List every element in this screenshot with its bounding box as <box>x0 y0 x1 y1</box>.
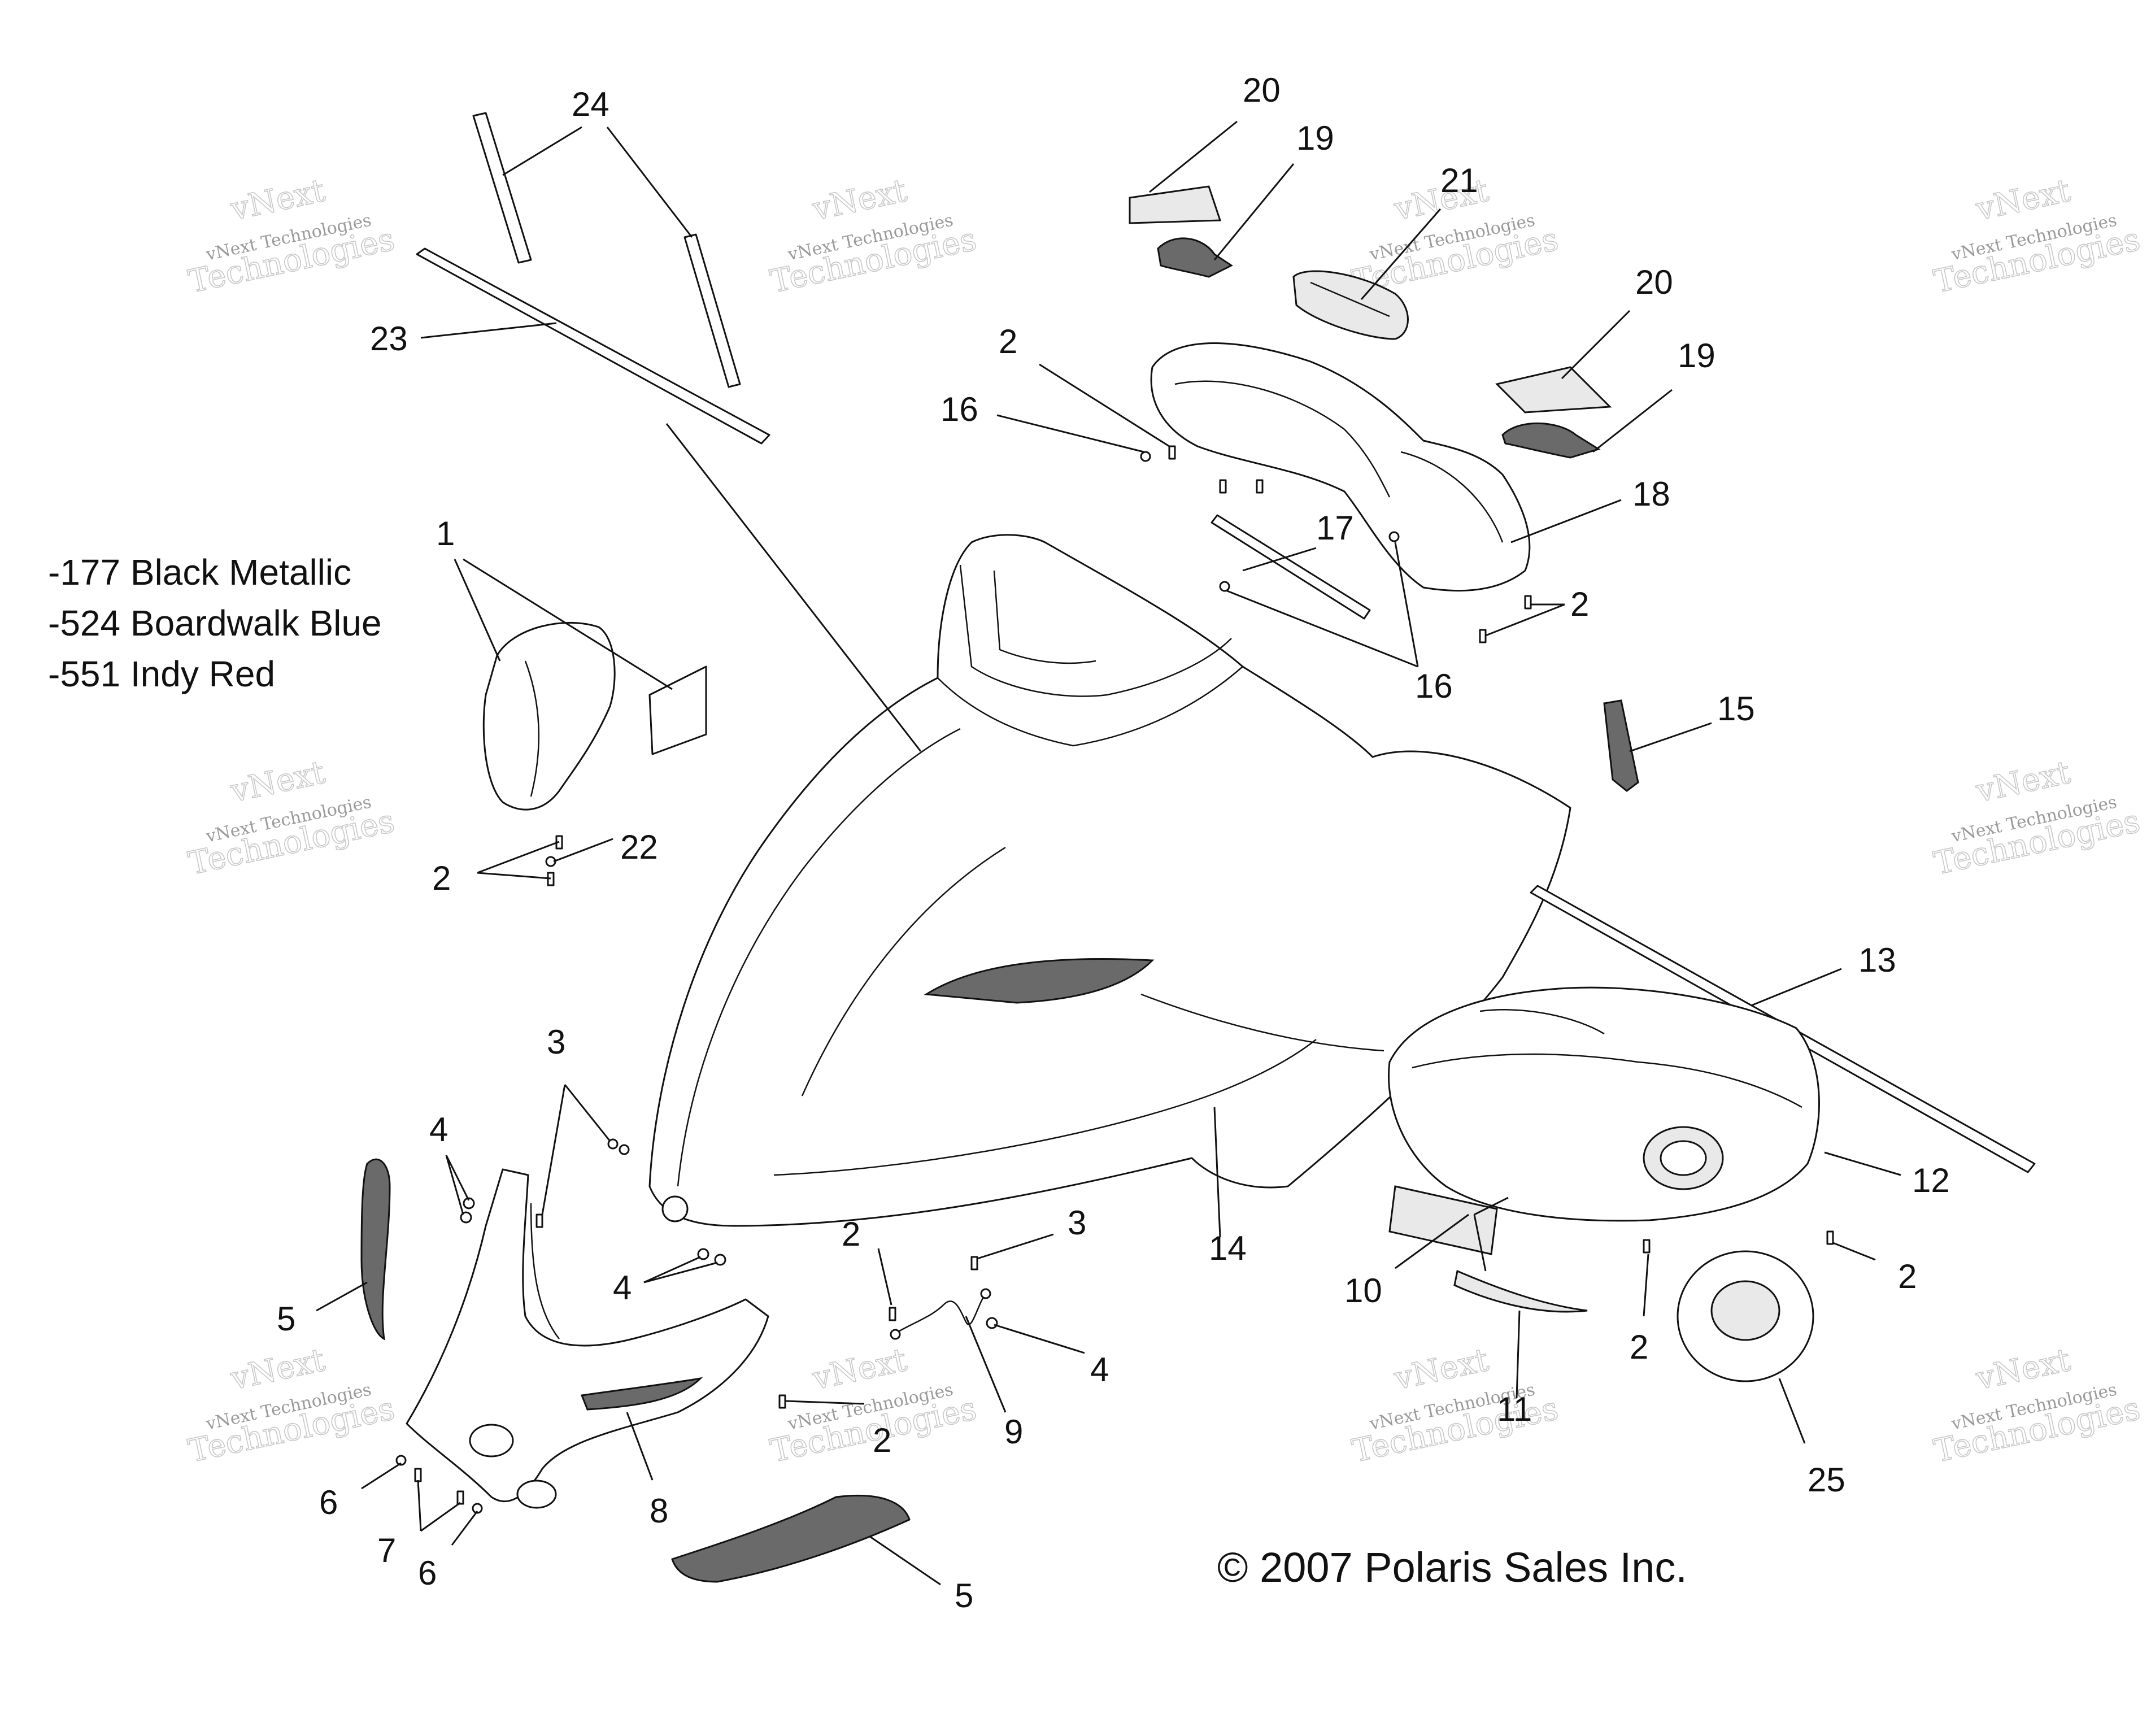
part-20-pad-left <box>1129 185 1222 224</box>
callout-21: 21 <box>1440 162 1478 199</box>
part-15-bracket <box>1603 699 1639 792</box>
callout-12: 12 <box>1912 1161 1950 1199</box>
callout-25: 25 <box>1808 1461 1845 1499</box>
part-14-hood <box>648 534 1571 1227</box>
svg-text:vNext: vNext <box>809 1342 910 1398</box>
part-20-pad-right <box>1495 366 1612 414</box>
watermark: vNext vNext Technologies Technologies <box>185 754 398 883</box>
callout-2: 2 <box>999 323 1017 360</box>
copyright-notice: © 2007 Polaris Sales Inc. <box>1217 1544 1687 1591</box>
part-10-decal <box>1388 1185 1498 1255</box>
svg-text:vNext: vNext <box>1973 754 2074 810</box>
callout-17: 17 <box>1316 509 1354 547</box>
callout-10: 10 <box>1344 1272 1382 1309</box>
part-19-bracket-right <box>1501 422 1601 459</box>
part-24-windshield-strips <box>472 112 741 388</box>
legend-line: -177 Black Metallic <box>48 552 351 593</box>
part-25-ring <box>1677 1250 1814 1382</box>
callout-1: 1 <box>436 515 455 552</box>
legend-line: -524 Boardwalk Blue <box>48 603 382 643</box>
part-5-grille-bottom <box>671 1494 911 1583</box>
callout-3: 3 <box>1068 1204 1086 1242</box>
svg-text:vNext: vNext <box>1973 172 2074 228</box>
callout-6: 6 <box>418 1554 437 1592</box>
callout-2: 2 <box>1630 1328 1648 1366</box>
callout-16: 16 <box>1415 667 1453 705</box>
part-23-trim-strip <box>416 247 770 445</box>
callout-2: 2 <box>1570 585 1589 623</box>
callout-8: 8 <box>650 1492 668 1530</box>
callout-24: 24 <box>572 85 609 123</box>
callout-2: 2 <box>1898 1258 1917 1295</box>
watermark: vNext vNext Technologies Technologies <box>185 1341 398 1470</box>
svg-text:vNext: vNext <box>1973 1342 2074 1398</box>
part-17-strip <box>1211 514 1371 620</box>
watermark: vNext vNext Technologies Technologies <box>185 172 398 301</box>
part-5-grille-left <box>360 1158 391 1341</box>
svg-text:vNext: vNext <box>227 172 328 228</box>
callout-19: 19 <box>1296 119 1334 157</box>
callout-13: 13 <box>1858 941 1896 979</box>
part-19-bracket-left <box>1157 237 1233 278</box>
watermark: vNext vNext Technologies Technologies <box>1930 1341 2144 1470</box>
callout-14: 14 <box>1209 1229 1247 1267</box>
parts <box>360 112 2036 1583</box>
watermark: vNext vNext Technologies Technologies <box>1930 754 2144 883</box>
part-9-harness <box>890 1288 991 1340</box>
callout-9: 9 <box>1004 1413 1023 1451</box>
leader-lines <box>316 120 1901 1586</box>
callout-18: 18 <box>1632 475 1670 513</box>
part-8-bumper <box>406 1168 769 1509</box>
callout-7: 7 <box>377 1531 396 1569</box>
callout-4: 4 <box>429 1111 448 1148</box>
callout-11: 11 <box>1497 1390 1532 1428</box>
part-1-mirror <box>482 621 707 811</box>
callout-4: 4 <box>613 1269 632 1307</box>
callout-2: 2 <box>842 1215 860 1253</box>
part-18-console <box>1150 342 1531 592</box>
watermark: vNext vNext Technologies Technologies <box>767 1341 980 1470</box>
callout-3: 3 <box>547 1023 565 1061</box>
color-legend: -177 Black Metallic -524 Boardwalk Blue … <box>48 552 382 694</box>
callouts: 24 23 20 19 21 20 19 2 16 18 17 2 16 15 … <box>277 71 1950 1615</box>
callout-2: 2 <box>432 859 451 897</box>
part-11-decal <box>1453 1269 1588 1313</box>
callout-20: 20 <box>1243 71 1281 109</box>
part-21-gauge <box>1292 270 1409 340</box>
svg-text:vNext: vNext <box>809 172 910 228</box>
callout-2: 2 <box>873 1421 891 1459</box>
callout-19: 19 <box>1678 337 1715 375</box>
svg-text:vNext: vNext <box>227 754 328 810</box>
callout-23: 23 <box>370 320 408 358</box>
svg-text:vNext: vNext <box>1391 1342 1492 1398</box>
part-12-tank <box>1388 986 1820 1222</box>
callout-16: 16 <box>940 390 978 428</box>
callout-4: 4 <box>1090 1351 1109 1389</box>
callout-15: 15 <box>1717 690 1755 728</box>
callout-20: 20 <box>1635 263 1673 301</box>
legend-line: -551 Indy Red <box>48 654 275 694</box>
callout-5: 5 <box>277 1300 295 1338</box>
callout-6: 6 <box>319 1483 338 1521</box>
watermark: vNext vNext Technologies Technologies <box>767 172 980 301</box>
svg-text:vNext: vNext <box>227 1342 328 1398</box>
watermark: vNext vNext Technologies Technologies <box>1930 172 2144 301</box>
callout-5: 5 <box>955 1577 973 1615</box>
callout-22: 22 <box>620 828 658 866</box>
